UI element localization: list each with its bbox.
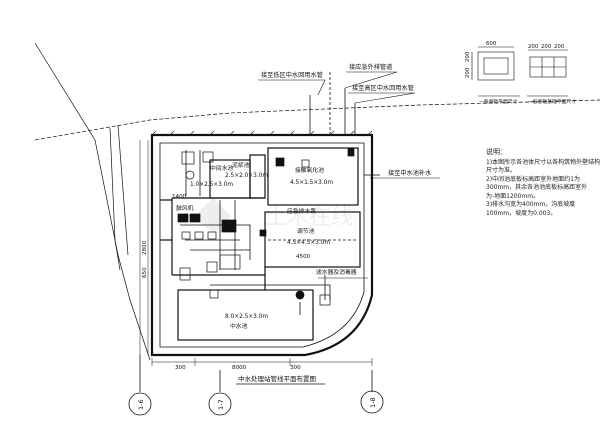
label-tank-size: 1.0×2.5×3.0m (190, 182, 233, 188)
label-reclaimed-pool: 中水池 (230, 322, 248, 330)
label-pipe-high-zone: 接至高区中水回用水管 (352, 84, 414, 92)
dim-4500: 4500 (296, 254, 311, 260)
pipe-network (180, 72, 380, 315)
note-line-6: 100mm，坡度为0.003。 (486, 209, 557, 217)
tank-walls (160, 147, 361, 341)
label-reclaimed-size: 8.0×2.5×3.0m (225, 314, 268, 320)
section-caption-left: 一般基础平面尺寸 (479, 98, 518, 105)
label-regulating-size: 4.5×4.5×3.0m (287, 240, 330, 246)
label-sludge-tank: 泥浆池 (232, 161, 250, 169)
building-outline (150, 130, 374, 357)
dim-300-right: 300 (290, 365, 301, 371)
axis-label-1-6: 1-6 (137, 399, 145, 410)
label-pipe-low-zone: 接至低区中水回用水管 (261, 71, 323, 79)
room-labels: 中间水池 1.0×2.5×3.0m 泥浆池 2.5×2.0×3.0m 接触氧化池… (176, 161, 357, 330)
dim-200-b: 200 (465, 51, 471, 62)
label-pipe-refill: 接至中水池补水 (388, 169, 432, 177)
dim-200-c: 200 (528, 44, 539, 50)
reclaimed-pool-outline (177, 289, 314, 341)
dim-1400: 1400 (172, 194, 187, 200)
notes-title: 说明： (486, 148, 507, 156)
axis-bubble-1-6 (128, 392, 152, 416)
label-regulating-tank: 调节池 (297, 227, 315, 235)
regulating-tank-outline (264, 211, 361, 268)
axis-markers (128, 355, 384, 416)
label-oxidation-tank: 接触氧化池 (295, 166, 324, 174)
section-detail-right (527, 49, 568, 97)
axis-label-1-8: 1-8 (369, 397, 377, 408)
site-boundary (34, 42, 601, 361)
label-water-tank: 中间水池 (210, 164, 233, 172)
dim-300-left: 300 (175, 365, 186, 371)
note-line-3: 300mm，其余各池池底板标高距室外 (486, 184, 588, 191)
dim-650: 650 (142, 267, 148, 278)
drawing-title-block: 中水处理站管线平面布置图 (236, 374, 325, 385)
dim-600: 600 (486, 41, 497, 47)
label-sludge-size: 2.5×2.0×3.0m (225, 173, 268, 179)
dimension-text: 1400 2800 650 300 8000 4500 300 (142, 194, 311, 371)
label-pipe-emergency: 接应急外排管道 (349, 63, 392, 71)
note-line-4: 为-地面1200mm。 (486, 192, 540, 200)
design-notes: 说明： 1)本图所示各池体尺寸以各构筑物外壁结构尺寸为准。 2)中间池底板标高距… (486, 148, 604, 218)
section-caption-right: 一般基础基础平面尺寸 (528, 98, 576, 105)
label-oxidation-size: 4.5×1.5×3.0m (290, 180, 333, 186)
label-emergency-pump: 应急排水泵 (287, 207, 316, 215)
note-line-2: 2)中间池底板标高距室外地面约1为 (486, 175, 580, 183)
dim-200-e: 200 (554, 44, 565, 50)
dimension-lines (139, 140, 373, 366)
dim-200-a: 200 (465, 67, 471, 78)
section-captions: 一般基础平面尺寸 一般基础基础平面尺寸 (479, 98, 576, 105)
watermark-text: 土木在线 (265, 205, 353, 230)
equipment (177, 147, 355, 306)
section-detail-left (471, 46, 520, 97)
note-line-1: 1)本图所示各池体尺寸以各构筑物外壁结构尺寸为准。 (486, 158, 601, 175)
axis-bubble-1-7 (208, 392, 232, 416)
axis-bubble-1-8 (360, 390, 384, 414)
label-blower: 鼓风机 (176, 204, 194, 212)
watermark: 土木在线 (194, 197, 353, 235)
oxidation-tank-outline (267, 147, 359, 206)
callout-labels: 接至低区中水回用水管 接应急外排管道 接至高区中水回用水管 接至中水池补水 (261, 63, 432, 177)
axis-label-1-7: 1-7 (217, 399, 225, 410)
dim-8000: 8000 (232, 365, 247, 371)
leaders (258, 71, 440, 279)
drawing-title: 中水处理站管线平面布置图 (238, 374, 316, 383)
section-dims: 600 200 200 200 200 200 (465, 41, 565, 78)
dim-200-d: 200 (541, 44, 552, 50)
note-line-5: 3)排水沟宽为400mm，沟底坡度 (486, 201, 576, 208)
axis-labels: 1-6 1-7 1-8 (137, 397, 377, 410)
label-disinfection: 滤水器及消毒器 (316, 268, 357, 276)
dim-2800: 2800 (142, 240, 148, 255)
